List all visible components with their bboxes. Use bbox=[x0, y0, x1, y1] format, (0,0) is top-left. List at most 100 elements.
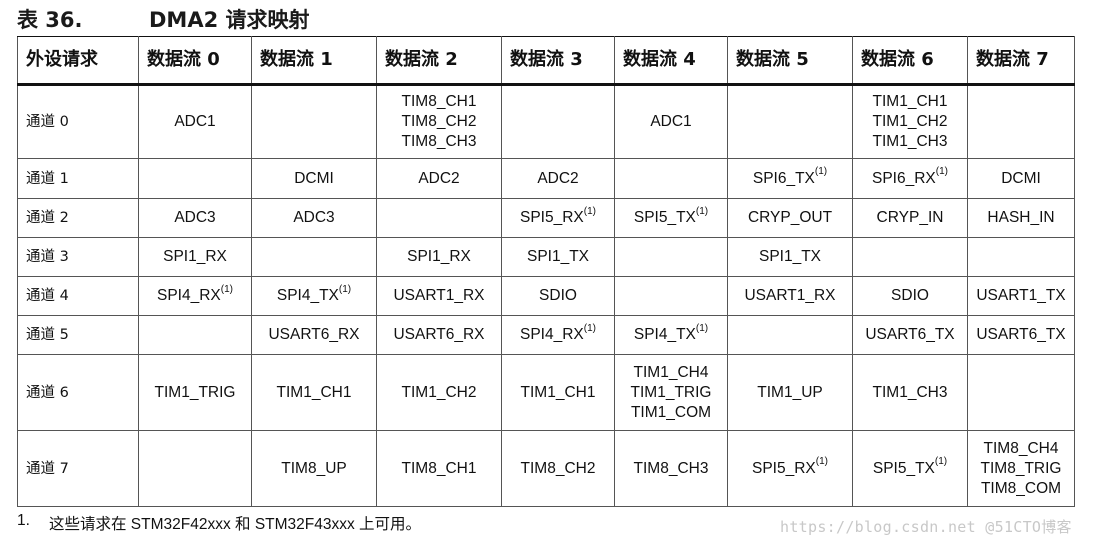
request-name: SPI5_TX bbox=[872, 459, 935, 477]
table-cell: SPI1_TX bbox=[501, 237, 615, 277]
request-label: TIM8_CH1 bbox=[377, 459, 501, 479]
request-name: USART6_TX bbox=[976, 326, 1066, 343]
request-name: ADC1 bbox=[174, 113, 216, 130]
request-label: ADC3 bbox=[139, 208, 251, 228]
request-name: SPI6_RX bbox=[872, 169, 936, 187]
table-cell bbox=[614, 158, 728, 199]
request-label: ADC3 bbox=[252, 208, 376, 228]
request-label: USART1_RX bbox=[728, 286, 852, 306]
footnote-marker: (1) bbox=[815, 456, 828, 468]
request-label: TIM8_CH2 bbox=[502, 459, 614, 479]
request-name: TIM1_TRIG bbox=[630, 383, 712, 401]
request-label: TIM8_CH4 bbox=[968, 439, 1074, 459]
table-cell: USART6_TX bbox=[852, 315, 968, 355]
column-header-stream-6: 数据流 6 bbox=[852, 36, 968, 86]
request-name: TIM1_CH3 bbox=[872, 383, 948, 401]
request-name: USART6_RX bbox=[393, 326, 485, 343]
table-cell bbox=[251, 237, 377, 277]
request-name: SPI5_RX bbox=[752, 459, 816, 477]
request-label: TIM1_CH3 bbox=[853, 383, 967, 403]
request-name: CRYP_IN bbox=[876, 209, 944, 226]
request-label: ADC1 bbox=[139, 112, 251, 132]
table-cell bbox=[251, 84, 377, 159]
footnote-marker: (1) bbox=[814, 166, 828, 178]
table-cell: ADC3 bbox=[251, 198, 377, 238]
table-cell: TIM1_UP bbox=[727, 354, 853, 431]
request-name: TIM8_CH2 bbox=[401, 113, 477, 130]
table-cell: ADC2 bbox=[501, 158, 615, 199]
request-name: DCMI bbox=[294, 169, 334, 187]
row-header-channel: 通道 3 bbox=[17, 237, 139, 277]
table-cell: TIM1_CH1 bbox=[251, 354, 377, 431]
request-name: TIM1_CH1 bbox=[872, 93, 948, 110]
table-cell bbox=[138, 430, 252, 507]
row-header-channel: 通道 1 bbox=[17, 158, 139, 199]
request-label: SPI1_TX bbox=[502, 247, 614, 267]
footnote-text: 这些请求在 STM32F42xxx 和 STM32F43xxx 上可用。 bbox=[49, 516, 422, 533]
request-label: SDIO bbox=[853, 286, 967, 306]
footnote: 1. 这些请求在 STM32F42xxx 和 STM32F43xxx 上可用。 bbox=[17, 512, 421, 534]
row-header-channel: 通道 5 bbox=[17, 315, 139, 355]
request-label: TIM1_CH2 bbox=[377, 383, 501, 403]
row-header-channel: 通道 2 bbox=[17, 198, 139, 238]
request-name: TIM1_COM bbox=[630, 403, 712, 421]
request-label: SPI4_TX(1) bbox=[252, 283, 376, 306]
request-label: TIM1_CH2 bbox=[853, 112, 967, 132]
table-cell: SPI1_RX bbox=[376, 237, 502, 277]
table-cell: DCMI bbox=[251, 158, 377, 199]
table-cell: USART6_RX bbox=[376, 315, 502, 355]
column-header-stream-4: 数据流 4 bbox=[614, 36, 728, 86]
request-name: ADC1 bbox=[650, 113, 692, 130]
request-name: TIM1_CH1 bbox=[520, 383, 596, 401]
request-label: SPI5_RX(1) bbox=[728, 456, 852, 479]
request-label: SPI5_TX(1) bbox=[615, 206, 727, 228]
request-label: SPI5_TX(1) bbox=[853, 457, 967, 479]
request-name: TIM8_CH2 bbox=[520, 459, 596, 477]
table-cell: TIM1_CH2 bbox=[376, 354, 502, 431]
table-cell: USART1_RX bbox=[727, 276, 853, 316]
request-label: TIM8_CH2 bbox=[377, 112, 501, 132]
table-cell: ADC1 bbox=[138, 84, 252, 159]
table-cell bbox=[138, 315, 252, 355]
column-header-stream-2: 数据流 2 bbox=[376, 36, 502, 86]
request-label: ADC1 bbox=[615, 112, 727, 132]
table-cell: SPI5_TX(1) bbox=[852, 430, 968, 507]
request-label: TIM1_CH3 bbox=[853, 132, 967, 152]
request-label: SPI1_RX bbox=[139, 247, 251, 267]
request-name: TIM1_TRIG bbox=[154, 383, 236, 401]
request-name: CRYP_OUT bbox=[747, 209, 833, 226]
table-cell: SPI6_RX(1) bbox=[852, 158, 968, 199]
table-cell: SPI6_TX(1) bbox=[727, 158, 853, 199]
footnote-marker: (1) bbox=[338, 283, 352, 295]
request-name: SPI4_TX bbox=[633, 326, 696, 343]
request-label: USART6_RX bbox=[252, 325, 376, 345]
row-header-channel: 通道 7 bbox=[17, 430, 139, 507]
table-cell: USART6_TX bbox=[967, 315, 1075, 355]
request-name: TIM1_CH1 bbox=[276, 383, 352, 401]
table-cell: USART1_TX bbox=[967, 276, 1075, 316]
request-name: SPI6_TX bbox=[752, 169, 815, 187]
request-name: TIM8_TRIG bbox=[980, 459, 1062, 477]
request-name: TIM8_CH1 bbox=[401, 93, 477, 110]
request-name: HASH_IN bbox=[987, 209, 1055, 226]
table-cell: SPI4_TX(1) bbox=[614, 315, 728, 355]
table-cell: SPI4_RX(1) bbox=[501, 315, 615, 355]
request-label: USART6_RX bbox=[377, 325, 501, 345]
table-cell: CRYP_IN bbox=[852, 198, 968, 238]
request-label: USART1_TX bbox=[968, 286, 1074, 306]
request-name: ADC2 bbox=[537, 169, 579, 187]
request-label: TIM1_TRIG bbox=[615, 383, 727, 403]
table-caption: 表 36. DMA2 请求映射 bbox=[17, 4, 310, 34]
table-cell: SPI5_TX(1) bbox=[614, 198, 728, 238]
request-label: TIM1_CH1 bbox=[853, 92, 967, 112]
row-header-channel: 通道 6 bbox=[17, 354, 139, 431]
request-label: SPI5_RX(1) bbox=[502, 206, 614, 228]
